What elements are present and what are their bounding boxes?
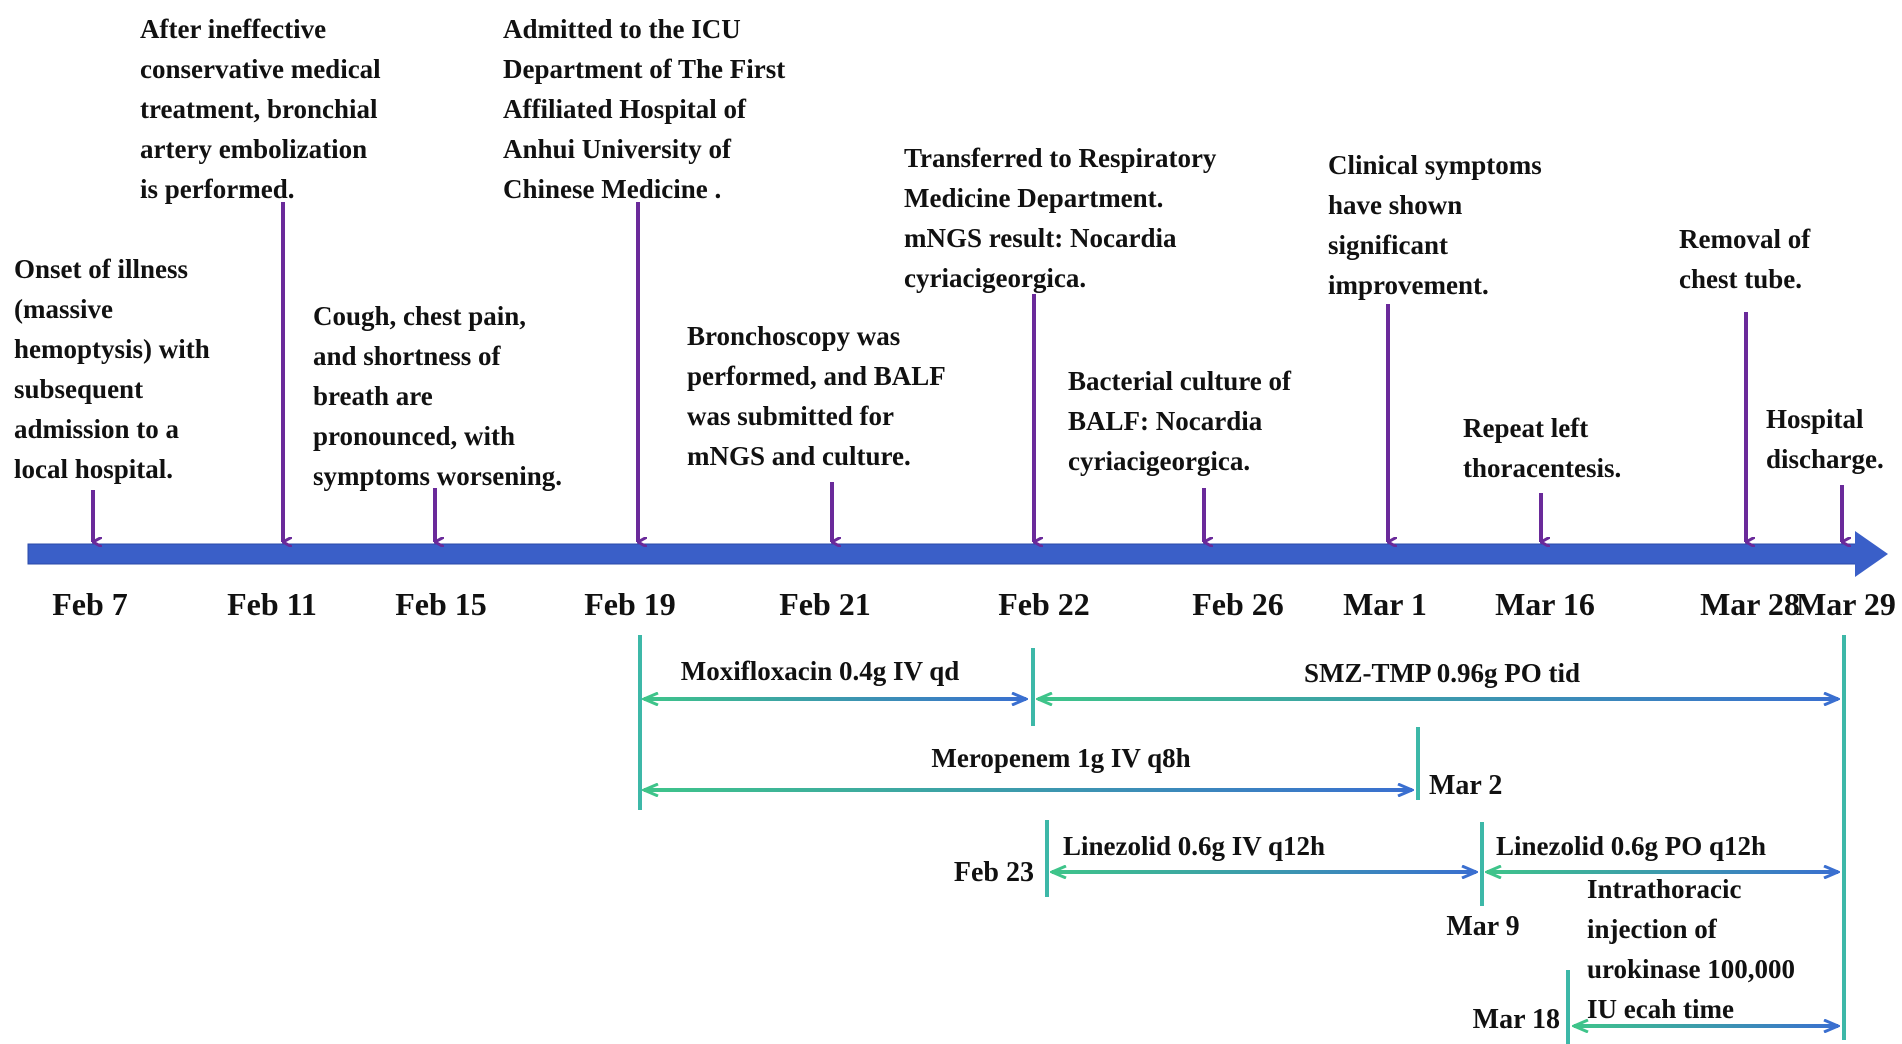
event-description-line: hemoptysis) with	[14, 334, 210, 364]
date-label-mar-29: Mar 29	[1796, 586, 1896, 622]
event-description: Admitted to the ICU Department of The Fir…	[503, 14, 785, 204]
event-description-line: treatment, bronchial	[140, 94, 378, 124]
date-label-feb-21: Feb 21	[779, 586, 871, 622]
event-description-line: and shortness of	[313, 341, 502, 371]
event-description-line: thoracentesis.	[1463, 453, 1621, 483]
date-label-mar-16: Mar 16	[1495, 586, 1595, 622]
date-label-feb-15: Feb 15	[395, 586, 487, 622]
event-description-line: Admitted to the ICU	[503, 14, 741, 44]
treatments-layer: Moxifloxacin 0.4g IV qd SMZ-TMP 0.96g PO …	[638, 635, 1846, 1044]
event-description-line: is performed.	[140, 174, 294, 204]
date-label-mar-1: Mar 1	[1343, 586, 1427, 622]
event-description-line: Medicine Department.	[904, 183, 1163, 213]
date-label-mar-18: Mar 18	[1473, 1004, 1560, 1035]
event-description-line: artery embolization	[140, 134, 367, 164]
date-label-mar-2: Mar 2	[1429, 770, 1502, 801]
event-description-line: Onset of illness	[14, 254, 188, 284]
event-description-line: pronounced, with	[313, 421, 515, 451]
event-description-line: symptoms worsening.	[313, 461, 562, 491]
treatment-moxifloxacin-0-4g-iv-qd: Moxifloxacin 0.4g IV qd	[644, 656, 1026, 699]
event-description: Repeat left thoracentesis.	[1463, 413, 1621, 483]
event-description-line: Bacterial culture of	[1068, 366, 1292, 396]
treatment-smz-tmp-0-96g-po-tid: SMZ-TMP 0.96g PO tid	[1038, 658, 1838, 699]
treatment-intrathoracic-injection-of-urokinase-100-000-iu-ecah-time: Intrathoracic injection of urokinase 100,0…	[1574, 874, 1838, 1026]
date-label-feb-23: Feb 23	[954, 857, 1034, 888]
event-description: Hospital discharge.	[1766, 404, 1884, 474]
event-mar-1: Clinical symptoms have shown significant im…	[1328, 150, 1542, 622]
event-description: Removal of chest tube.	[1679, 224, 1811, 294]
treatment-label: Linezolid 0.6g IV q12h	[1063, 831, 1325, 861]
date-label-mar-9: Mar 9	[1446, 911, 1519, 942]
event-mar-16: Repeat left thoracentesis. Mar 16	[1463, 413, 1621, 622]
event-description-line: discharge.	[1766, 444, 1884, 474]
event-description-line: breath are	[313, 381, 433, 411]
event-feb-21: Bronchoscopy was performed, and BALF was s…	[687, 321, 946, 622]
treatment-label: Moxifloxacin 0.4g IV qd	[681, 656, 960, 686]
event-description-line: was submitted for	[687, 401, 894, 431]
treatment-label: Meropenem 1g IV q8h	[931, 743, 1190, 773]
event-description-line: Chinese Medicine .	[503, 174, 721, 204]
date-label-feb-26: Feb 26	[1192, 586, 1284, 622]
treatment-label: SMZ-TMP 0.96g PO tid	[1304, 658, 1580, 688]
date-label-feb-11: Feb 11	[227, 586, 317, 622]
treatment-linezolid-0-6g-po-q12h: Linezolid 0.6g PO q12h	[1487, 831, 1838, 872]
event-mar-29: Hospital discharge. Mar 29	[1766, 404, 1896, 622]
event-description: Onset of illness (massive hemoptysis) with…	[14, 254, 210, 484]
date-label-mar-28: Mar 28	[1700, 586, 1800, 622]
event-description-line: Cough, chest pain,	[313, 301, 526, 331]
event-feb-26: Bacterial culture of BALF: Nocardia cyriac…	[1068, 366, 1292, 622]
event-description-line: Removal of	[1679, 224, 1811, 254]
event-description-line: conservative medical	[140, 54, 381, 84]
event-feb-11: After ineffective conservative medical tre…	[140, 14, 381, 622]
event-description-line: Transferred to Respiratory	[904, 143, 1217, 173]
event-description-line: cyriacigeorgica.	[904, 263, 1086, 293]
event-feb-7: Onset of illness (massive hemoptysis) with…	[14, 254, 210, 622]
event-description-line: significant	[1328, 230, 1448, 260]
treatment-label-line: urokinase 100,000	[1587, 954, 1795, 984]
event-description-line: After ineffective	[140, 14, 326, 44]
event-description: Bronchoscopy was performed, and BALF was s…	[687, 321, 946, 471]
event-description-line: local hospital.	[14, 454, 173, 484]
treatment-label: Intrathoracic injection of urokinase 100,0…	[1587, 874, 1795, 1024]
event-feb-19: Admitted to the ICU Department of The Fir…	[503, 14, 785, 622]
event-description-line: admission to a	[14, 414, 180, 444]
event-description-line: Affiliated Hospital of	[503, 94, 747, 124]
date-label-feb-22: Feb 22	[998, 586, 1090, 622]
event-description: After ineffective conservative medical tre…	[140, 14, 381, 204]
date-label-feb-7: Feb 7	[52, 586, 128, 622]
event-description-line: Hospital	[1766, 404, 1864, 434]
event-mar-28: Removal of chest tube. Mar 28	[1679, 224, 1811, 622]
event-description-line: have shown	[1328, 190, 1462, 220]
event-description-line: mNGS and culture.	[687, 441, 911, 471]
event-description-line: Clinical symptoms	[1328, 150, 1542, 180]
treatment-label-line: IU ecah time	[1587, 994, 1734, 1024]
event-description-line: improvement.	[1328, 270, 1489, 300]
treatment-linezolid-0-6g-iv-q12h: Linezolid 0.6g IV q12h	[1052, 831, 1476, 872]
treatment-label-line: injection of	[1587, 914, 1718, 944]
event-description-line: cyriacigeorgica.	[1068, 446, 1250, 476]
events-layer: Onset of illness (massive hemoptysis) with…	[14, 14, 1896, 622]
main-timeline-axis	[27, 531, 1888, 577]
event-description: Bacterial culture of BALF: Nocardia cyriac…	[1068, 366, 1292, 476]
treatment-label-line: Intrathoracic	[1587, 874, 1741, 904]
event-description-line: (massive	[14, 294, 113, 324]
event-description-line: subsequent	[14, 374, 143, 404]
event-description-line: performed, and BALF	[687, 361, 946, 391]
event-description-line: chest tube.	[1679, 264, 1802, 294]
event-description-line: mNGS result: Nocardia	[904, 223, 1177, 253]
event-feb-15: Cough, chest pain, and shortness of breath…	[313, 301, 562, 622]
date-label-feb-19: Feb 19	[584, 586, 676, 622]
event-description-line: Repeat left	[1463, 413, 1588, 443]
event-description-line: Bronchoscopy was	[687, 321, 900, 351]
event-description-line: Department of The First	[503, 54, 785, 84]
event-description-line: Anhui University of	[503, 134, 732, 164]
event-description-line: BALF: Nocardia	[1068, 406, 1263, 436]
treatment-meropenem-1g-iv-q8h: Meropenem 1g IV q8h	[644, 743, 1412, 790]
event-description: Clinical symptoms have shown significant im…	[1328, 150, 1542, 300]
treatment-label: Linezolid 0.6g PO q12h	[1496, 831, 1766, 861]
event-description: Cough, chest pain, and shortness of breath…	[313, 301, 562, 491]
